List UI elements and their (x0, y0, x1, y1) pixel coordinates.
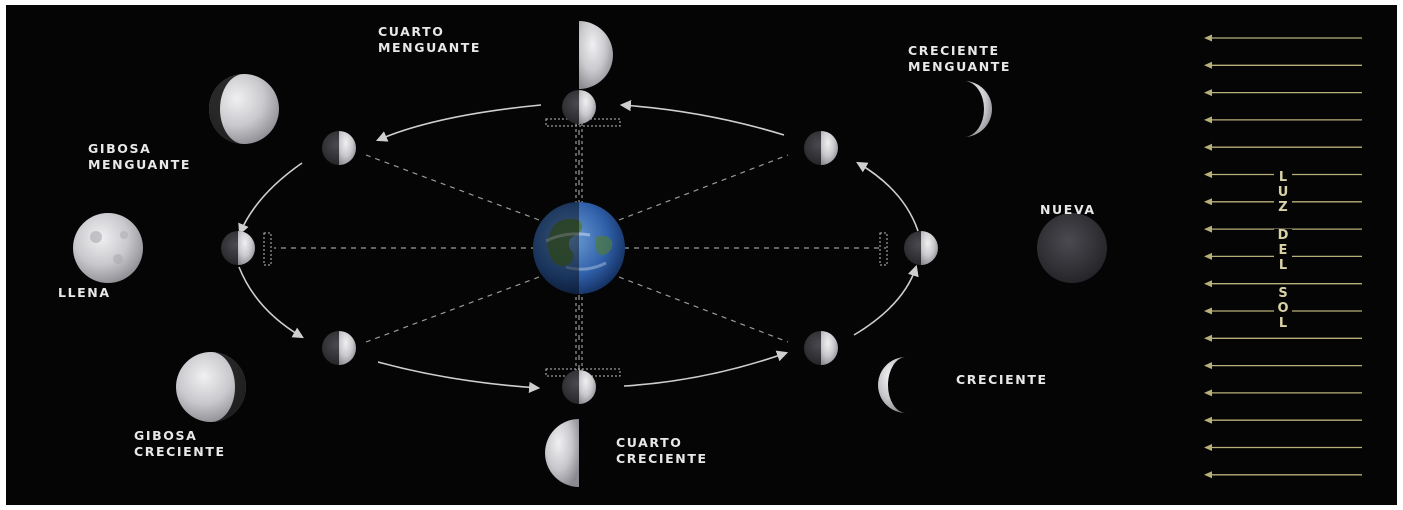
orbit-moon-top (562, 90, 596, 124)
phase-moon-llena (73, 213, 143, 283)
phase-moon-creciente (878, 357, 906, 413)
sunlight-arrow (1204, 89, 1362, 96)
label-gibosa-creciente-line2: CRECIENTE (134, 444, 226, 460)
label-gibosa-menguante-line1: GIBOSA (88, 141, 191, 157)
sunlight-arrow (1204, 471, 1362, 478)
orbit-moon-lower-left (322, 331, 356, 365)
phase-moon-cuarto-menguante (575, 21, 613, 89)
orbit-moon-lower-right (804, 331, 838, 365)
orbit-moon-bottom (562, 370, 596, 404)
label-cuarto-menguante-line2: MENGUANTE (378, 40, 481, 56)
guide-line-upper-left (366, 155, 539, 220)
orbit-moon-left (221, 231, 255, 265)
sun-letter: S (1274, 287, 1292, 301)
label-cuarto-menguante: CUARTO MENGUANTE (378, 24, 481, 56)
phase-moon-cuarto-creciente (545, 419, 579, 487)
label-creciente-menguante-line2: MENGUANTE (908, 59, 1011, 75)
sun-letter: D (1274, 229, 1292, 243)
sun-letter: U (1274, 186, 1292, 200)
guide-line-lower-left (366, 277, 539, 342)
label-creciente-menguante: CRECIENTE MENGUANTE (908, 43, 1011, 75)
phase-moon-creciente-menguante (964, 81, 992, 137)
label-llena: LLENA (58, 285, 111, 301)
sun-letter: L (1274, 317, 1292, 331)
label-cuarto-creciente: CUARTO CRECIENTE (616, 435, 708, 467)
sunlight-arrow (1204, 62, 1362, 69)
label-creciente-menguante-line1: CRECIENTE (908, 43, 1011, 59)
sun-letter: L (1274, 171, 1292, 185)
orbit-moon-right (904, 231, 938, 265)
sunlight-arrow (1204, 389, 1362, 396)
sun-letter: E (1274, 244, 1292, 258)
sunlight-arrow (1204, 144, 1362, 151)
orbit-moon-upper-left (322, 131, 356, 165)
label-gibosa-creciente: GIBOSA CRECIENTE (134, 428, 226, 460)
sunlight-arrow (1204, 362, 1362, 369)
sunlight-arrow (1204, 417, 1362, 424)
sun-letter: L (1274, 259, 1292, 273)
sunlight-arrow (1204, 335, 1362, 342)
sunlight-arrow (1204, 116, 1362, 123)
sun-letter: Z (1274, 201, 1292, 215)
earth (533, 202, 625, 294)
sun-letter: O (1274, 302, 1292, 316)
orbit-moon-upper-right (804, 131, 838, 165)
label-creciente: CRECIENTE (956, 372, 1048, 388)
sunlight-arrow (1204, 444, 1362, 451)
label-gibosa-creciente-line1: GIBOSA (134, 428, 226, 444)
label-nueva: NUEVA (1040, 202, 1096, 218)
sunlight-arrow (1204, 35, 1362, 42)
guide-line-upper-right (619, 155, 788, 220)
label-cuarto-menguante-line1: CUARTO (378, 24, 481, 40)
phase-moon-gibosa-menguante (209, 74, 279, 144)
guide-line-lower-right (619, 277, 788, 342)
label-gibosa-menguante: GIBOSA MENGUANTE (88, 141, 191, 173)
moon-phases-diagram: CUARTO MENGUANTE CRECIENTE MENGUANTE GIB… (6, 5, 1397, 505)
label-cuarto-creciente-line1: CUARTO (616, 435, 708, 451)
phase-moon-nueva (1037, 213, 1107, 283)
label-cuarto-creciente-line2: CRECIENTE (616, 451, 708, 467)
label-gibosa-menguante-line2: MENGUANTE (88, 157, 191, 173)
phase-moon-gibosa-creciente (176, 352, 246, 422)
